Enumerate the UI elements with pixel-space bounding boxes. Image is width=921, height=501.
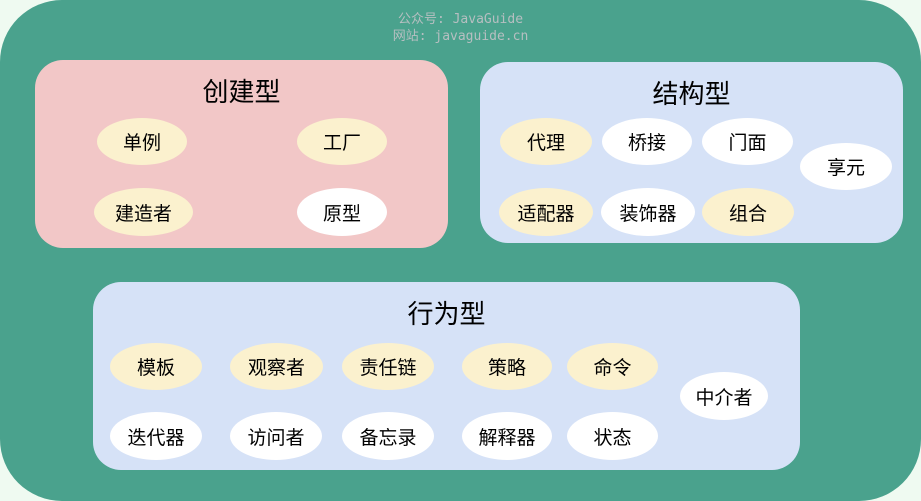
- pattern-label: 解释器: [478, 426, 536, 449]
- pattern-label: 单例: [122, 132, 161, 154]
- pattern-label: 桥接: [627, 132, 666, 154]
- pattern-label: 代理: [526, 132, 565, 154]
- pattern-strategy: 策略: [462, 343, 552, 390]
- pattern-label: 原型: [322, 202, 361, 225]
- pattern-adapter: 适配器: [499, 188, 593, 236]
- group-creational: 创建型 单例 工厂 建造者 原型: [35, 60, 448, 248]
- watermark: 公众号: JavaGuide 网站: javaguide.cn: [393, 11, 529, 45]
- pattern-facade: 门面: [702, 118, 793, 165]
- pattern-label: 模板: [136, 357, 175, 379]
- pattern-label: 备忘录: [359, 426, 417, 449]
- pattern-proxy: 代理: [500, 118, 592, 165]
- pattern-label: 状态: [593, 426, 632, 449]
- pattern-state: 状态: [567, 412, 658, 460]
- pattern-label: 观察者: [247, 357, 305, 379]
- group-title-structural: 结构型: [652, 80, 731, 110]
- pattern-memento: 备忘录: [342, 412, 434, 460]
- pattern-chain-of-responsibility: 责任链: [342, 343, 434, 390]
- pattern-composite: 组合: [702, 188, 794, 236]
- pattern-decorator: 装饰器: [601, 188, 695, 236]
- group-title-creational: 创建型: [202, 78, 281, 108]
- pattern-label: 门面: [728, 132, 767, 154]
- group-structural: 结构型 代理 桥接 门面 享元 适配器 装饰器 组合: [480, 62, 903, 243]
- group-behavioral: 行为型 模板 观察者 责任链 策略 命令 中介者 迭代器 访问: [93, 282, 800, 470]
- pattern-builder: 建造者: [94, 188, 193, 236]
- pattern-command: 命令: [567, 343, 658, 390]
- pattern-factory: 工厂: [297, 118, 387, 165]
- pattern-label: 装饰器: [619, 202, 677, 225]
- pattern-iterator: 迭代器: [110, 412, 202, 460]
- pattern-label: 组合: [728, 202, 767, 225]
- pattern-flyweight: 享元: [800, 143, 892, 190]
- watermark-line-2: 网站: javaguide.cn: [392, 29, 529, 44]
- pattern-mediator: 中介者: [680, 372, 768, 420]
- pattern-template: 模板: [110, 343, 202, 390]
- pattern-label: 享元: [826, 157, 865, 179]
- pattern-observer: 观察者: [230, 343, 323, 390]
- pattern-label: 责任链: [359, 357, 417, 379]
- pattern-label: 适配器: [517, 202, 575, 225]
- watermark-line-1: 公众号: JavaGuide: [397, 12, 524, 27]
- pattern-label: 中介者: [695, 386, 753, 409]
- pattern-bridge: 桥接: [602, 118, 692, 165]
- group-title-behavioral: 行为型: [407, 300, 486, 330]
- pattern-label: 策略: [487, 357, 526, 379]
- pattern-interpreter: 解释器: [462, 412, 552, 460]
- pattern-prototype: 原型: [297, 188, 387, 236]
- pattern-label: 访问者: [247, 426, 305, 449]
- pattern-label: 命令: [593, 357, 632, 379]
- pattern-singleton: 单例: [97, 118, 187, 165]
- pattern-visitor: 访问者: [230, 412, 322, 460]
- pattern-label: 建造者: [114, 202, 172, 225]
- pattern-label: 工厂: [322, 132, 361, 154]
- pattern-label: 迭代器: [127, 426, 185, 449]
